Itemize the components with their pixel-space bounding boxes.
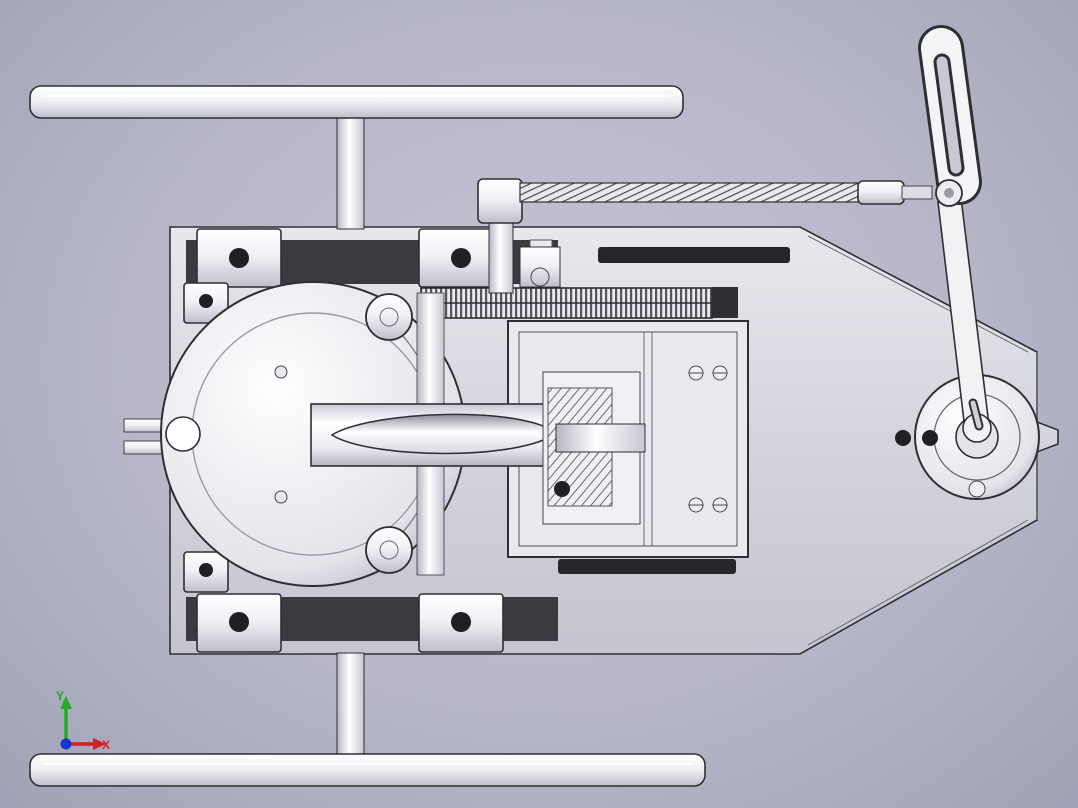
frame-screws (688, 365, 728, 513)
bolt-hole (451, 248, 471, 268)
slot-top-right (598, 247, 790, 263)
slot-rack-end (712, 287, 738, 318)
screw-link (901, 185, 933, 200)
guide-block (519, 246, 561, 288)
axle-shaft-bottom (336, 652, 365, 757)
support-post (488, 220, 514, 294)
rack-guide-block (519, 239, 561, 288)
bolt-hole (199, 294, 213, 308)
axis-x-label: X (102, 738, 110, 752)
disc-hole (274, 365, 288, 379)
bolt-hole (451, 612, 471, 632)
cylinder-bolt (554, 481, 570, 497)
bearing-blocks (183, 228, 504, 653)
arm-slot (970, 400, 982, 429)
axle-shaft-top (336, 116, 365, 230)
output-shaft-boss (165, 416, 201, 452)
support-post-cap (477, 178, 523, 224)
hub-bolt (968, 480, 986, 498)
orientation-triad: Y X (56, 689, 110, 752)
bolt-hole (229, 612, 249, 632)
handle-slot (936, 56, 962, 174)
disc-hole (274, 490, 288, 504)
axis-z-origin-dot (60, 738, 72, 750)
bolt-hole (229, 248, 249, 268)
screw-end-sleeve (857, 180, 905, 205)
crank-pin-bottom-bore (379, 540, 399, 560)
base-plate-chamfer-top (807, 235, 1029, 353)
axles-and-wheels (29, 85, 706, 787)
piston-cylinder-section (542, 371, 646, 525)
slot-bottom (558, 559, 736, 574)
hub-side-hole (895, 430, 911, 446)
lever-pivot-pin (944, 188, 954, 198)
guide-block-bore (530, 267, 550, 287)
hand-lever (918, 25, 992, 443)
base-plate-chamfer-bottom (807, 519, 1029, 646)
bolt-hole (199, 563, 213, 577)
gear-rack (420, 287, 713, 319)
axis-y-label: Y (56, 689, 64, 703)
piston-rod (555, 423, 646, 453)
hub-side-hole (922, 430, 938, 446)
base-slots (558, 247, 790, 574)
crank-pin-top-bore (379, 307, 399, 327)
scotch-yoke-slider (310, 403, 574, 467)
threaded-lead-screw (519, 182, 861, 203)
crank-pin-top (365, 293, 413, 341)
axis-x-arrowhead (93, 738, 106, 750)
crank-pin-bottom (365, 526, 413, 574)
lead-screw-assembly (477, 178, 933, 294)
ground-wheel-bottom (29, 753, 706, 787)
ground-wheel-top (29, 85, 684, 119)
axis-y-arrowhead (60, 696, 72, 709)
